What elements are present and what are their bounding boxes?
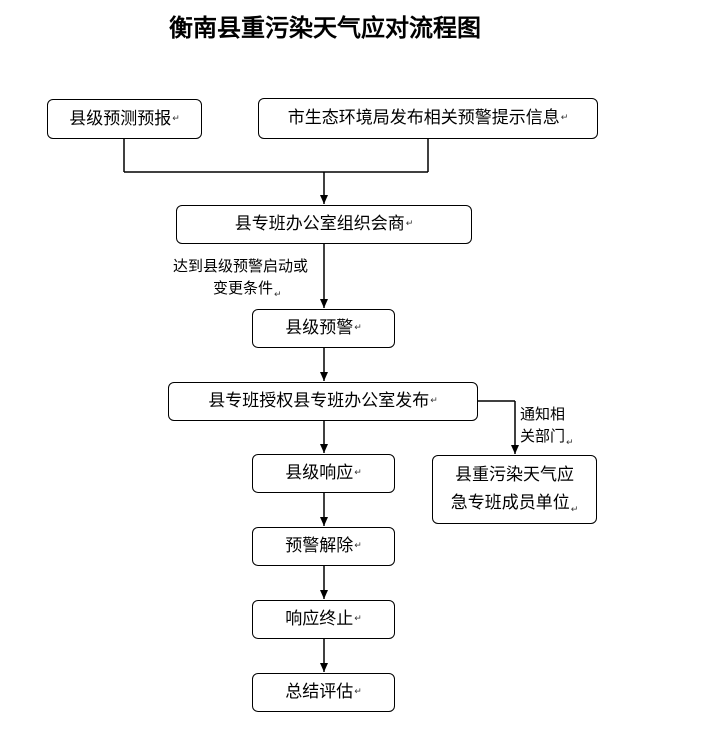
node-city-warning-label: 市生态环境局发布相关预警提示信息 [287,108,560,129]
paragraph-mark: ↵ [560,113,569,124]
node-county-warning: 县级预警↵ [252,309,395,348]
node-summary-eval-label: 总结评估 [285,682,354,703]
node-city-warning: 市生态环境局发布相关预警提示信息↵ [258,98,598,139]
page-title: 衡南县重污染天气应对流程图 [169,13,481,42]
notify-label-line2: 关部门 [520,427,566,445]
node-member-units: 县重污染天气应 急专班成员单位↵ [432,455,597,524]
node-member-units-line2: 急专班成员单位 [450,492,570,513]
paragraph-mark: ↵ [172,113,180,124]
paragraph-mark: ↵ [354,614,362,625]
condition-label-line1: 达到县级预警启动或 [173,257,309,275]
paragraph-mark: ↵ [354,541,362,552]
node-summary-eval: 总结评估↵ [252,673,395,712]
paragraph-mark: ↵ [274,290,282,300]
paragraph-mark: ↵ [570,505,579,516]
node-authorized-release-label: 县专班授权县专班办公室发布 [208,391,430,412]
notify-label-line1: 通知相 [520,405,566,423]
paragraph-mark: ↵ [354,468,362,479]
condition-label-line2: 变更条件 [213,279,274,297]
node-response-end-label: 响应终止 [285,609,354,630]
node-authorized-release: 县专班授权县专班办公室发布↵ [168,382,478,421]
notify-label: 通知相 关部门↵ [520,403,574,454]
node-warning-lift-label: 预警解除 [285,536,354,557]
node-office-consult: 县专班办公室组织会商↵ [176,205,472,244]
paragraph-mark: ↵ [354,323,362,334]
node-county-forecast: 县级预测预报↵ [47,99,202,139]
paragraph-mark: ↵ [566,438,574,448]
paragraph-mark: ↵ [405,219,414,230]
node-response-end: 响应终止↵ [252,600,395,639]
paragraph-mark: ↵ [430,396,438,407]
node-county-forecast-label: 县级预测预报 [69,108,172,129]
node-office-consult-label: 县专班办公室组织会商 [234,214,405,235]
node-county-warning-label: 县级预警 [285,318,354,339]
condition-label: 达到县级预警启动或 变更条件↵ [173,255,308,306]
node-county-response-label: 县级响应 [285,463,354,484]
paragraph-mark: ↵ [354,687,362,698]
node-warning-lift: 预警解除↵ [252,527,395,566]
node-member-units-line1: 县重污染天气应 [455,464,574,485]
node-county-response: 县级响应↵ [252,454,395,493]
